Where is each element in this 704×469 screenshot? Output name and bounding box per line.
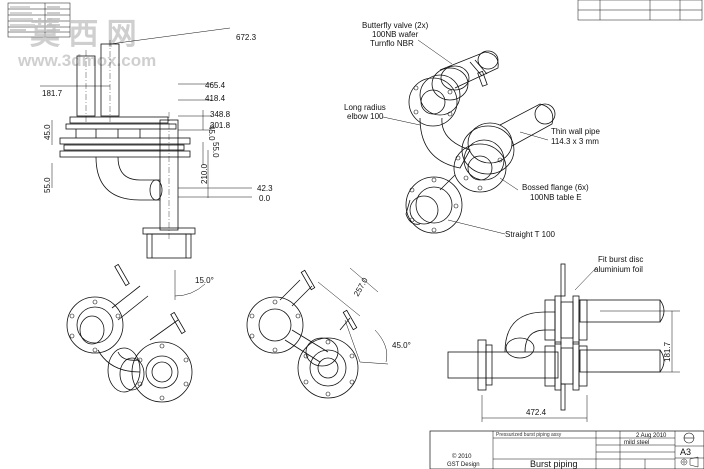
dim-181-7: 181.7 bbox=[42, 89, 63, 98]
title-block-grid bbox=[492, 431, 704, 469]
revision-table bbox=[577, 0, 703, 21]
callout-pipe-line1: Thin wall pipe bbox=[551, 127, 600, 136]
company-logo-icon bbox=[683, 432, 695, 444]
projection-symbol-icon bbox=[680, 456, 699, 468]
view-bottom-middle-dimension-lines bbox=[317, 267, 389, 365]
callout-elbow-line2: elbow 100 bbox=[347, 112, 384, 121]
callout-flange-line2: 100NB table E bbox=[530, 193, 582, 202]
dim-15-deg: 15.0° bbox=[195, 276, 214, 285]
dim-181-7-front: 181.7 bbox=[663, 341, 672, 362]
callout-flange-line1: Bossed flange (6x) bbox=[522, 183, 589, 192]
callout-leaders bbox=[382, 39, 598, 291]
view-side-dimensions: 672.3 181.7 465.4 418.4 348.8 301.8 45.0… bbox=[42, 33, 273, 285]
dim-55-0-right: 55.0 bbox=[211, 142, 220, 158]
dim-0-0: 0.0 bbox=[259, 194, 271, 203]
callout-butterfly-line3: Turnflo NBR bbox=[370, 39, 414, 48]
copyright-company: GST Design bbox=[447, 462, 480, 468]
watermark: 莫 西 网 www.3dmox.com bbox=[17, 18, 156, 70]
dim-465-4: 465.4 bbox=[205, 81, 226, 90]
view-bottom-middle-bolts bbox=[249, 299, 355, 397]
dim-45-0-right: 45.0 bbox=[207, 125, 216, 141]
dim-472-4: 472.4 bbox=[526, 408, 547, 417]
sheet-size: A3 bbox=[680, 447, 691, 457]
drawing-title: Burst piping bbox=[530, 459, 578, 469]
dim-210-0: 210.0 bbox=[200, 163, 209, 184]
copyright-year: © 2010 bbox=[452, 453, 472, 460]
callout-disc-line2: aluminium foil bbox=[594, 265, 643, 274]
watermark-chinese: 莫 西 网 bbox=[30, 18, 137, 51]
title-block-text: Pressurized burst piping assy © 2010 GST… bbox=[447, 432, 691, 469]
title-small: Pressurized burst piping assy bbox=[496, 432, 562, 438]
dim-42-3: 42.3 bbox=[257, 184, 273, 193]
callout-butterfly-line2: 100NB wafer bbox=[372, 30, 419, 39]
callout-elbow-line1: Long radius bbox=[344, 103, 386, 112]
dim-672-3: 672.3 bbox=[236, 33, 257, 42]
view-isometric bbox=[405, 50, 556, 234]
dim-301-8: 301.8 bbox=[210, 121, 231, 130]
view-isometric-bolts bbox=[409, 85, 503, 233]
watermark-site: www.3dmox.com bbox=[17, 51, 156, 70]
callout-butterfly-line1: Butterfly valve (2x) bbox=[362, 21, 429, 30]
view-front-dimension-lines bbox=[481, 310, 680, 422]
drawing-material: mild steel bbox=[624, 440, 649, 446]
callout-tee: Straight T 100 bbox=[505, 230, 556, 239]
dim-418-4: 418.4 bbox=[205, 94, 226, 103]
dim-348-8: 348.8 bbox=[210, 110, 231, 119]
callouts: Butterfly valve (2x) 100NB wafer Turnflo… bbox=[344, 21, 643, 274]
view-bottom-left-bolts bbox=[69, 299, 189, 401]
callout-disc-line1: Fit burst disc bbox=[598, 255, 643, 264]
dim-45-0-left: 45.0 bbox=[43, 124, 52, 140]
dim-45-deg: 45.0° bbox=[392, 341, 411, 350]
title-block-frame bbox=[429, 430, 704, 469]
view-bottom-left bbox=[66, 263, 193, 403]
callout-pipe-line2: 114.3 x 3 mm bbox=[551, 137, 599, 146]
view-bottom-middle bbox=[246, 269, 359, 399]
view-side-dimension-lines bbox=[40, 27, 252, 300]
view-front-dimensions: 181.7 472.4 bbox=[526, 341, 672, 417]
drawing-date: 2 Aug 2010 bbox=[636, 433, 667, 439]
tolerance-table bbox=[7, 2, 71, 38]
tolerance-table-text-lines bbox=[10, 6, 60, 31]
dim-55-0-left: 55.0 bbox=[43, 177, 52, 193]
